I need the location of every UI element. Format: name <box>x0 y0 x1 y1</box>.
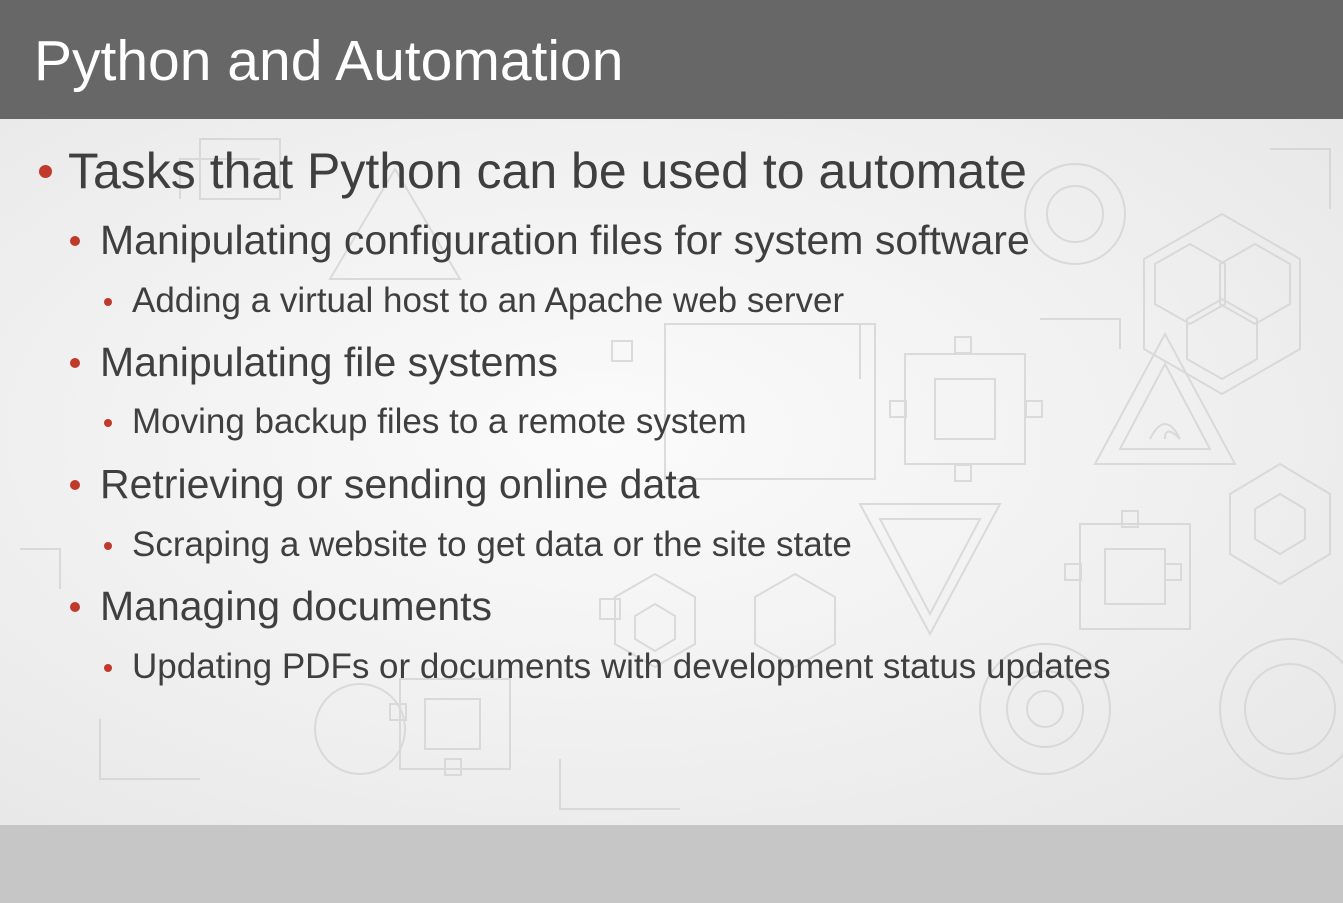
content-area <box>0 119 1343 825</box>
bullet-dot <box>70 480 80 490</box>
bullet-tasks-automate: Tasks that Python can be used to automat… <box>68 143 1027 199</box>
bullet-apache-vhost: Adding a virtual host to an Apache web s… <box>132 281 845 320</box>
bullet-dot <box>104 298 112 306</box>
bullet-backup-files: Moving backup files to a remote system <box>132 402 747 441</box>
slide-title: Python and Automation <box>34 29 624 93</box>
bullet-dot <box>104 664 112 672</box>
bullet-online-data: Retrieving or sending online data <box>100 461 700 507</box>
footer-bar <box>0 825 1343 903</box>
bullet-dot <box>39 165 52 178</box>
bullet-dot <box>104 419 112 427</box>
bullet-dot <box>70 358 80 368</box>
bullet-updating-pdfs: Updating PDFs or documents with developm… <box>132 647 1111 686</box>
bullet-config-files: Manipulating configuration files for sys… <box>100 217 1030 263</box>
bullet-dot <box>104 542 112 550</box>
bullet-dot <box>70 602 80 612</box>
bullet-managing-documents: Managing documents <box>100 583 493 629</box>
bullet-scraping: Scraping a website to get data or the si… <box>132 525 852 564</box>
bullet-file-systems: Manipulating file systems <box>100 339 559 385</box>
title-bar: Python and Automation <box>0 0 1343 119</box>
bullet-dot <box>70 236 80 246</box>
circuit-background-pattern <box>20 138 1343 810</box>
